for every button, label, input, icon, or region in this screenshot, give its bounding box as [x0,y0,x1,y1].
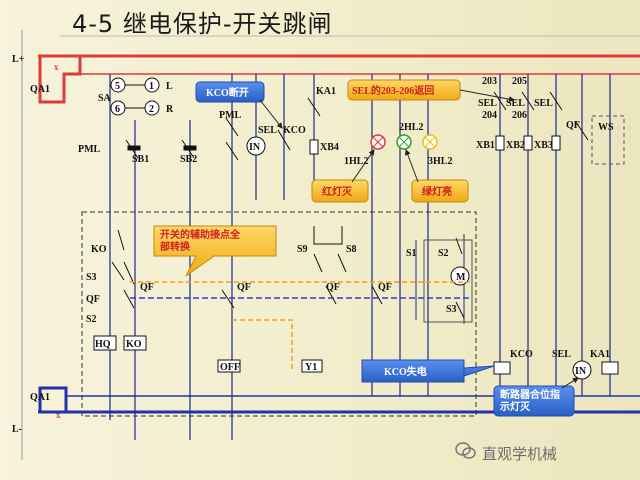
s2-label: S2 [438,248,449,259]
mechanism-box [81,211,477,417]
callout-aux-switch: 开关的辅助接点全部转换 [153,225,277,277]
n203-label: 203 [482,76,497,87]
ka1-coil [601,361,619,375]
callout-green-on-text: 绿灯亮 [422,185,452,198]
motor-label: M [456,272,466,283]
sel1-label: SEL [478,98,497,109]
s3-label: S3 [86,272,97,283]
sel-a-label: SEL [258,125,277,136]
off-label: OFF [220,362,240,373]
mechanism-contents [93,226,473,373]
dashed-orange-path-2 [232,319,293,370]
callout-breaker-lamp: 断路器合位指示灯灭 [493,377,579,417]
s2-mech-label: S2 [86,314,97,325]
s9-label: S9 [297,244,308,255]
qf-mech-label: QF [86,294,100,305]
callout-kco-open-text: KCO断开 [206,86,249,99]
s3-motor-label: S3 [446,304,457,315]
qf5-label: QF [378,282,392,293]
callout-sel-return: SEL的203-206返回 [347,79,515,103]
sel-bottom-label: SEL [552,349,571,360]
in-lamp [572,360,592,380]
qf2-label: QF [140,282,154,293]
s1-label: S1 [406,248,417,259]
n206-label: 206 [512,110,527,121]
breaker-bottom-label: QA1 [30,392,50,403]
rail-bottom-dip [38,386,68,412]
pushbutton-group [125,74,239,440]
kco-bottom-label: KCO [510,349,533,360]
s8-label: S8 [346,244,357,255]
hq-label: HQ [95,339,111,350]
ka1-label: KA1 [316,86,336,97]
breaker-top-label: QA1 [30,84,50,95]
selector-sa: 5 1 6 2 SA L R [98,74,174,420]
xb4-label: XB4 [320,142,339,153]
breaker-bottom-mark: x [56,410,61,420]
kco-coil [493,361,511,375]
xb3-label: XB3 [534,140,553,151]
breaker-top-mark: x [54,62,59,72]
sa-num-6: 6 [115,104,120,115]
in-bottom-label: IN [575,366,587,377]
2hl2-label: 2HL2 [399,122,423,133]
sel-block [493,74,625,396]
callout-red-off: 红灯灭 [311,149,375,203]
sa-r-label: R [166,104,174,115]
qf3-label: QF [237,282,251,293]
pml-right-label: PML [219,110,242,121]
xb1-label: XB1 [476,140,495,151]
kco-label: KCO [283,125,306,136]
qf4-label: QF [326,282,340,293]
relay-in-kco: IN SEL KCO KA1 XB4 [246,74,339,200]
sb2-label: SB2 [180,154,197,165]
rail-bottom-label: L- [12,424,22,435]
callout-kco-lose-text: KCO失电 [384,365,427,378]
xb2-label: XB2 [506,140,525,151]
callout-breaker-lamp-text: 断路器合位指示灯灭 [500,388,560,413]
pml-left-label: PML [78,144,101,155]
y1-label: Y1 [305,362,317,373]
ka1-bottom-label: KA1 [590,349,610,360]
page-title: 4-5 继电保护-开关跳闸 [72,10,333,38]
ko-box-label: KO [126,339,142,350]
wechat-icon [455,442,476,459]
sel3-label: SEL [534,98,553,109]
sb1-label: SB1 [132,154,149,165]
in-label: IN [249,142,261,153]
rail-top-dip [38,56,82,104]
3hl2-label: 3HL2 [428,156,452,167]
sa-label: SA [98,93,112,104]
sa-num-1: 1 [149,81,154,92]
callout-red-off-text: 红灯灭 [322,185,353,198]
callout-kco-lose: KCO失电 [361,359,495,383]
signal-lamps [370,74,438,396]
qf-right-label: QF [566,120,580,131]
1hl2-label: 1HL2 [344,156,368,167]
sa-num-5: 5 [115,81,120,92]
callout-aux-switch-text: 开关的辅助接点全部转换 [160,228,241,253]
sa-l-label: L [166,81,173,92]
sel2-label: SEL [506,98,525,109]
n205-label: 205 [512,76,527,87]
ko-label: KO [91,244,107,255]
sa-num-2: 2 [149,104,154,115]
watermark-text: 直观学机械 [482,445,558,463]
callout-kco-open: KCO断开 [195,81,283,129]
n204-label: 204 [482,110,497,121]
callout-sel-return-text: SEL的203-206返回 [352,84,434,97]
rail-top-label: L+ [12,54,25,65]
callout-green-on: 绿灯亮 [404,149,469,203]
ws-label: WS [598,122,614,133]
